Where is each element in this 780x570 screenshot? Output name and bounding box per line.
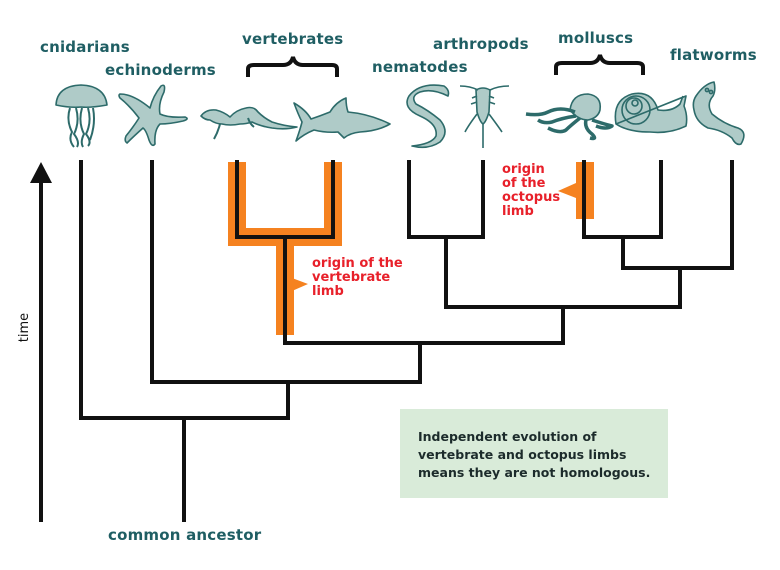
vertebrate-limb-annotation: origin of the vertebrate limb [312, 257, 403, 299]
time-axis-label: time [17, 312, 33, 343]
shark-icon [293, 97, 391, 142]
vertebrate-limb-pointer [292, 278, 308, 291]
conclusion-note: Independent evolution of vertebrate and … [400, 409, 668, 498]
molluscs-brace-icon [554, 54, 645, 75]
annotation-line: limb [502, 204, 534, 219]
tree-branches [79, 160, 734, 522]
starfish-icon [118, 84, 188, 147]
note-line: means they are not homologous. [418, 465, 651, 480]
branch-ecdysozoa [407, 160, 485, 239]
time-axis [30, 162, 52, 522]
time-arrow-head-icon [30, 162, 52, 183]
label-arthropods: arthropods [433, 35, 529, 53]
label-molluscs: molluscs [558, 29, 634, 47]
annotation-line: origin of the [312, 256, 403, 271]
label-flatworms: flatworms [670, 46, 757, 64]
clade-braces [246, 54, 645, 77]
common-ancestor-label: common ancestor [108, 526, 262, 544]
annotation-line: octopus [502, 190, 561, 205]
lizard-icon [200, 106, 298, 140]
branch-cnidarians [79, 160, 290, 420]
flatworm-icon [692, 81, 745, 146]
annotation-line: origin [502, 162, 545, 177]
branch-echinoderms [150, 160, 422, 384]
vertebrates-brace-icon [246, 56, 339, 77]
jellyfish-icon [55, 84, 108, 148]
annotation-line: vertebrate [312, 270, 391, 285]
octopus-limb-pointer [558, 183, 576, 198]
copepod-icon [459, 85, 510, 148]
note-line: Independent evolution of [418, 429, 597, 444]
note-line: vertebrate and octopus limbs [418, 447, 627, 462]
snail-icon [614, 92, 688, 134]
branch-molluscs [582, 160, 663, 239]
branch-flatworms [621, 160, 734, 270]
label-echinoderms: echinoderms [105, 61, 216, 79]
octopus-icon [525, 93, 614, 141]
annotation-line: limb [312, 284, 344, 299]
label-nematodes: nematodes [372, 58, 468, 76]
organism-icons [55, 81, 745, 149]
label-cnidarians: cnidarians [40, 38, 130, 56]
annotation-line: of the [502, 176, 546, 191]
label-vertebrates: vertebrates [242, 30, 344, 48]
octopus-limb-annotation: origin of the octopus limb [502, 163, 560, 219]
nematode-icon [406, 84, 450, 149]
branch-vertebrates [235, 160, 335, 239]
